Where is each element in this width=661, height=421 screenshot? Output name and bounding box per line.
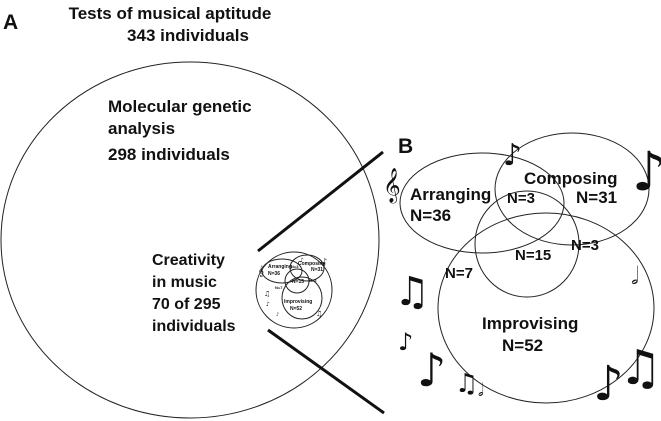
arranging-count: N=36 <box>410 206 451 225</box>
panel-b: B Arranging N=36 Composing N=31 N=3 N=15… <box>383 132 661 412</box>
eighth-note-icon-right: ♪ <box>593 356 624 412</box>
beamed-notes-icon-small: ♫ <box>455 369 478 399</box>
composing-label: Composing <box>524 169 618 188</box>
creativity-label-line-3: 70 of 295 <box>152 296 221 313</box>
eighth-note-icon-small: ♪ <box>398 328 413 356</box>
beamed-notes-icon-right: ♫ <box>619 340 661 396</box>
treble-clef-icon: 𝄞 <box>383 168 401 204</box>
aptitude-title-line-1: Tests of musical aptitude <box>69 4 272 23</box>
half-note-icon: 𝅗𝅥 <box>478 380 484 401</box>
mini-overlap-ai: N=7 <box>275 285 283 290</box>
mini-arranging-count: N=36 <box>268 271 280 277</box>
composing-count: N=31 <box>576 188 617 207</box>
mini-arranging-label: Arranging <box>268 264 292 270</box>
overlap-composing-improvising: N=3 <box>571 237 599 254</box>
aptitude-title-line-2: 343 individuals <box>127 26 249 45</box>
mini-overlap-ac: N=3 <box>291 264 299 269</box>
mini-eighth-note-icon-4: ♪ <box>276 312 279 318</box>
creativity-label-line-1: Creativity <box>152 252 225 269</box>
molecular-analysis-circle <box>0 61 380 419</box>
mini-beamed-notes-icon: ♫ <box>264 290 270 298</box>
mini-overlap-ci: N=3 <box>309 278 317 283</box>
composing-circle <box>494 132 650 246</box>
half-note-icon-right: 𝅗𝅥 <box>631 262 639 290</box>
eighth-note-icon: ♪ <box>503 138 522 173</box>
mini-treble-clef-icon: 𝄞 <box>258 265 264 277</box>
creativity-label-line-4: individuals <box>152 318 236 335</box>
mini-eighth-note-icon-3: ♪ <box>266 301 270 308</box>
mini-eighth-note-icon: ♪ <box>300 257 304 264</box>
overlap-all-three: N=15 <box>515 247 551 264</box>
panel-b-letter: B <box>398 135 413 158</box>
creativity-label-line-2: in music <box>152 274 217 291</box>
mini-improvising-label: Improvising <box>284 299 312 305</box>
overlap-arranging-improvising: N=7 <box>445 265 473 282</box>
arranging-circle <box>399 152 565 254</box>
creativity-mini-circle: Arranging N=36 Composing N=31 N=3 N=15 N… <box>255 251 333 329</box>
zoom-line-bottom <box>267 328 385 415</box>
mini-overlap-all: N=15 <box>292 279 304 285</box>
arranging-label: Arranging <box>410 185 491 204</box>
eighth-note-icon-bottom: ♪ <box>417 343 446 397</box>
molecular-label-line-1: Molecular genetic <box>108 97 252 116</box>
mini-composing-count: N=31 <box>311 267 323 273</box>
panel-a: A Tests of musical aptitude 343 individu… <box>0 4 380 419</box>
mini-venn <box>261 254 325 320</box>
mini-composing-label: Composing <box>298 261 326 267</box>
mini-beamed-notes-icon-2: ♫ <box>316 310 322 318</box>
center-overlap-circle <box>474 190 580 298</box>
overlap-arranging-composing: N=3 <box>507 190 535 207</box>
mini-eighth-note-icon-2: ♪ <box>322 257 327 266</box>
zoom-line-top <box>257 150 384 253</box>
molecular-label-line-2: analysis <box>108 119 175 138</box>
improvising-count: N=52 <box>502 336 543 355</box>
mini-improvising-count: N=52 <box>290 306 302 312</box>
improvising-label: Improvising <box>482 314 578 333</box>
improvising-circle <box>437 212 655 404</box>
eighth-note-icon-large: ♪ <box>632 140 661 203</box>
molecular-label-line-3: 298 individuals <box>108 145 230 164</box>
panel-a-letter: A <box>3 11 18 34</box>
beamed-notes-icon: ♫ <box>394 269 430 315</box>
